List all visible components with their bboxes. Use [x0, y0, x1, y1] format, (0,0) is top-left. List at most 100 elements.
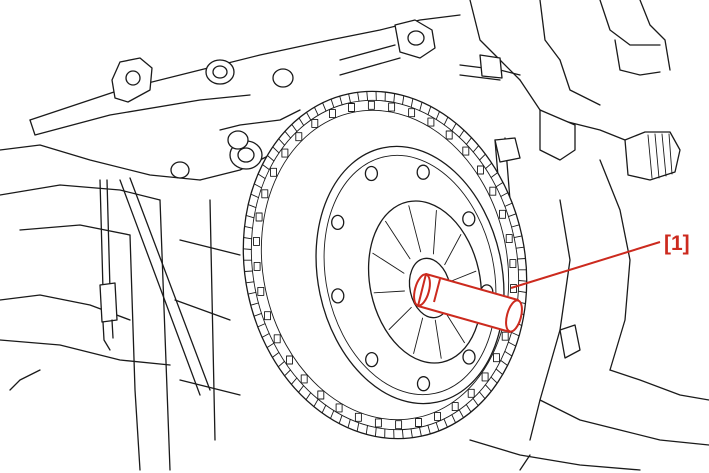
gear-tooth — [253, 183, 263, 189]
flywheel-slot — [499, 209, 506, 219]
gear-tooth — [410, 98, 414, 108]
gear-tooth — [247, 204, 257, 209]
gear-tooth — [357, 91, 360, 102]
spring-finger — [434, 319, 442, 359]
flywheel-slot — [257, 286, 265, 296]
gear-tooth — [338, 414, 343, 424]
flywheel-slot — [374, 418, 382, 428]
gear-tooth — [244, 225, 253, 229]
gear-tooth — [278, 138, 286, 146]
gear-tooth — [356, 422, 360, 432]
gear-tooth — [472, 398, 479, 407]
gear-tooth — [427, 106, 432, 116]
gear-tooth — [266, 342, 275, 349]
flywheel-slot — [295, 132, 303, 142]
gear-tooth — [298, 385, 305, 393]
gear-tooth — [427, 424, 431, 435]
flywheel-slot — [481, 372, 489, 382]
gear-tooth — [322, 102, 327, 112]
gear-tooth — [257, 323, 266, 328]
spring-finger — [408, 205, 422, 253]
bolt-head — [331, 288, 345, 304]
gear-tooth — [478, 391, 486, 400]
spring-finger — [445, 312, 465, 344]
flywheel-slot — [311, 118, 319, 128]
gear-tooth — [500, 192, 509, 197]
spring-finger — [385, 220, 411, 260]
spring-finger — [373, 290, 405, 294]
gear-tooth — [435, 111, 440, 120]
gear-tooth — [443, 116, 449, 126]
flywheel-slot — [264, 311, 271, 321]
spring-finger — [388, 306, 412, 330]
gear-tooth — [401, 429, 404, 439]
flywheel-slot — [462, 146, 470, 156]
engine-block — [0, 14, 461, 471]
flywheel-slot — [253, 236, 260, 246]
gear-tooth — [485, 162, 493, 170]
bolt-head — [462, 211, 476, 227]
gear-tooth — [511, 224, 520, 228]
gear-tooth — [245, 214, 255, 219]
gear-tooth — [472, 145, 480, 153]
flywheel-slot — [300, 374, 308, 384]
flywheel-slot — [367, 100, 375, 110]
gear-tooth — [365, 425, 368, 435]
flywheel-slot — [427, 117, 435, 127]
gear-tooth — [244, 270, 253, 272]
gear-tooth — [458, 129, 465, 138]
pressure-plate-bolts — [331, 164, 494, 392]
spring-finger — [413, 317, 424, 354]
gear-tooth — [465, 404, 472, 413]
flywheel-slot — [281, 148, 289, 158]
gear-tooth — [284, 130, 292, 139]
gear-tooth — [393, 93, 396, 103]
gear-tooth — [458, 409, 464, 419]
flywheel-slot — [273, 334, 281, 344]
gear-tooth — [261, 164, 270, 171]
gear-tooth — [443, 418, 448, 428]
gear-tooth — [479, 153, 486, 161]
gear-tooth — [245, 281, 255, 284]
flywheel-slot — [395, 420, 403, 430]
gear-tooth — [330, 98, 335, 109]
gear-tooth — [250, 193, 259, 199]
gear-tooth — [504, 350, 513, 357]
gearbox-housing — [459, 0, 709, 471]
gear-tooth — [410, 428, 413, 439]
gear-tooth — [402, 95, 405, 105]
flywheel-slot — [445, 130, 453, 140]
spring-finger — [372, 252, 405, 274]
gear-tooth — [306, 111, 312, 121]
gear-tooth — [435, 421, 440, 432]
flywheel-slot — [493, 353, 500, 363]
gear-tooth — [366, 91, 369, 101]
bolt-head — [364, 165, 379, 182]
gear-tooth — [250, 302, 259, 306]
gear-tooth — [451, 414, 457, 424]
flywheel-slot — [261, 189, 269, 199]
gear-tooth — [257, 173, 266, 180]
bolt-head — [416, 376, 431, 392]
flywheel-slot — [408, 108, 416, 118]
flywheel-slot — [270, 167, 277, 177]
gear-tooth — [272, 146, 280, 154]
gear-tooth — [518, 280, 528, 282]
flywheel-slot — [335, 403, 343, 413]
gear-tooth — [247, 291, 257, 295]
spring-finger — [451, 270, 477, 282]
gear-tooth — [291, 123, 298, 132]
gear-tooth — [348, 93, 351, 104]
gear-tooth — [313, 106, 319, 116]
ring-gear-teeth — [242, 90, 528, 440]
gear-tooth — [517, 258, 526, 260]
gear-tooth — [271, 352, 280, 358]
spring-finger — [444, 234, 462, 266]
flywheel-slot — [489, 186, 497, 196]
gear-tooth — [515, 246, 525, 249]
gear-tooth — [266, 155, 275, 162]
gear-tooth — [347, 418, 351, 429]
flywheel-slot — [510, 284, 517, 294]
